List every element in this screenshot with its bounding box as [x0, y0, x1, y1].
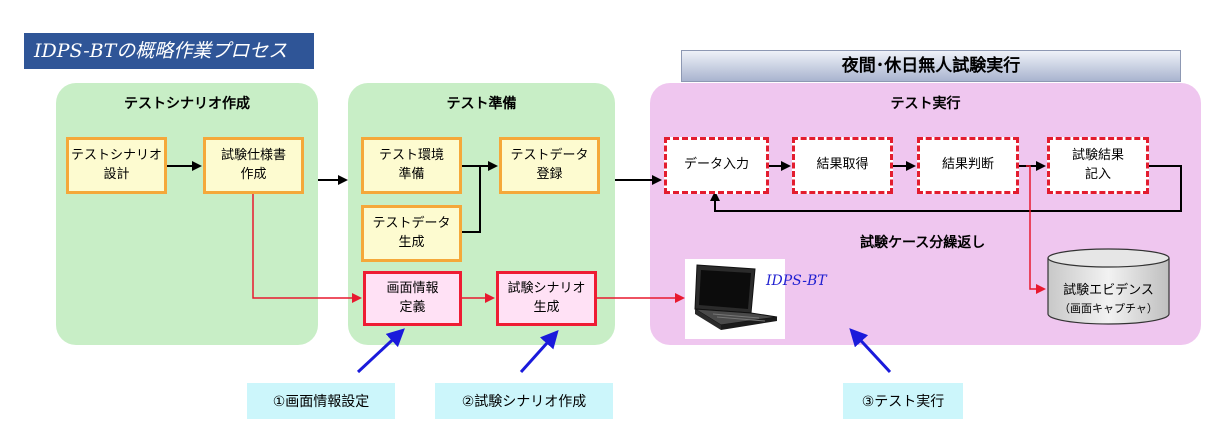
evidence-subtitle: （画面キャプチャ） [1059, 302, 1158, 315]
box-screen-definition: 画面情報 定義 [363, 271, 462, 326]
panel-label-exec: テスト実行 [890, 96, 961, 112]
panel-scenario-creation [56, 83, 318, 345]
laptop-icon [685, 259, 785, 339]
blue-arrow-step2 [519, 330, 559, 374]
tool-label: IDPS-BT [766, 273, 827, 289]
box-spec-create: 試験仕様書 作成 [203, 137, 304, 194]
box-result-judge: 結果判断 [917, 137, 1019, 194]
box-data-input: データ入力 [664, 137, 769, 194]
line-generate-to-register [462, 166, 481, 233]
box-result-get: 結果取得 [792, 137, 893, 194]
evidence-title: 試験エビデンス [1063, 283, 1154, 298]
box-env-prep: テスト環境 準備 [361, 137, 462, 194]
panel-label-prep: テスト準備 [446, 96, 517, 112]
box-scenario-design: テストシナリオ 設計 [66, 137, 167, 194]
night-holiday-banner: 夜間･休日無人試験実行 [681, 50, 1181, 82]
box-data-generate: テストデータ 生成 [361, 205, 462, 262]
callout-step1-screen-settings: ①画面情報設定 [247, 383, 395, 419]
callout-step3-test-execution: ③テスト実行 [843, 383, 963, 419]
callout-step2-scenario-creation: ②試験シナリオ作成 [435, 383, 613, 419]
box-data-register: テストデータ 登録 [499, 137, 600, 194]
red-flow-spec-to-screen [252, 194, 362, 303]
diagram-title: IDPS-BTの概略作業プロセス [24, 33, 314, 69]
blue-arrow-step3 [849, 328, 892, 374]
red-flow-judge-to-evidence [1026, 165, 1046, 294]
database-cylinder-icon [1046, 248, 1171, 326]
box-scenario-generate: 試験シナリオ 生成 [496, 271, 597, 326]
blue-arrow-step1 [356, 328, 405, 374]
panel-label-scenario: テストシナリオ作成 [124, 96, 250, 112]
box-result-write: 試験結果 記入 [1047, 137, 1149, 194]
loop-back-arrow [710, 165, 1182, 212]
loop-label: 試験ケース分繰返し [860, 235, 986, 251]
